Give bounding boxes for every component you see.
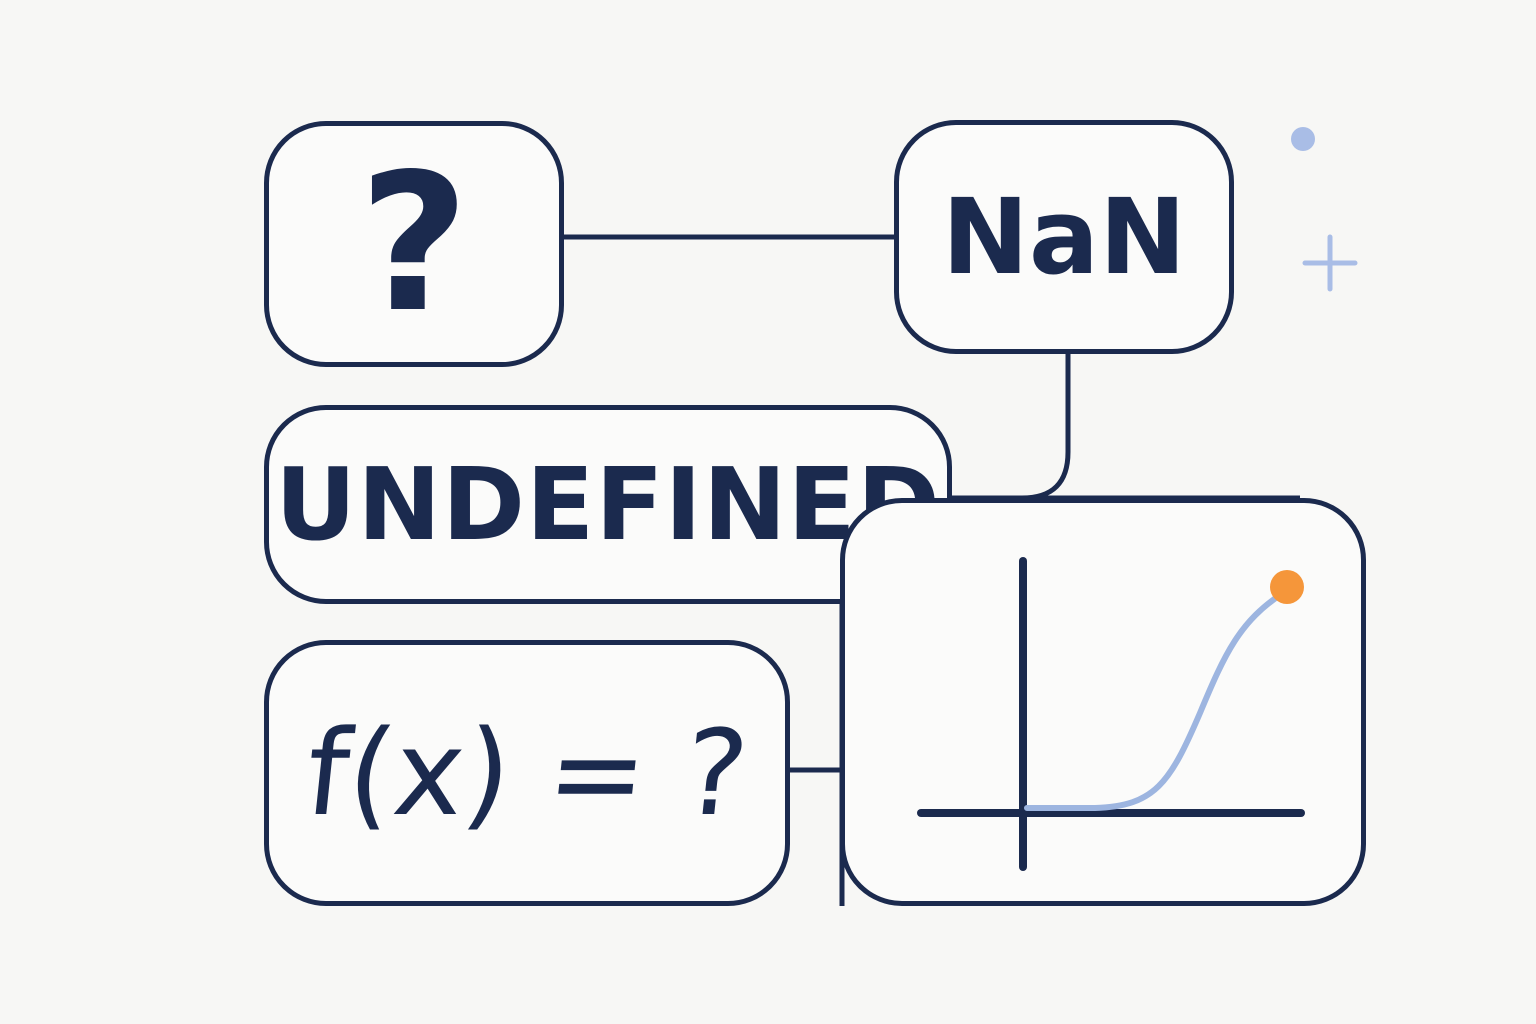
undefined-box: UNDEFINED	[264, 405, 952, 604]
question-box: ?	[264, 121, 564, 367]
question-mark-label: ?	[358, 133, 470, 354]
undefined-label: UNDEFINED	[275, 445, 941, 563]
connector-nan-graph	[952, 354, 1071, 501]
function-box: f(x) = ?	[264, 640, 790, 906]
graph-curve	[1024, 590, 1286, 811]
nan-box: NaN	[894, 120, 1234, 354]
graph-box	[840, 498, 1366, 906]
graph-plot	[917, 557, 1305, 871]
plus-icon	[1302, 234, 1358, 292]
function-label: f(x) = ?	[299, 704, 755, 842]
dot-icon	[1291, 127, 1315, 151]
graph-endpoint-dot	[1270, 570, 1304, 604]
nan-label: NaN	[941, 176, 1187, 298]
